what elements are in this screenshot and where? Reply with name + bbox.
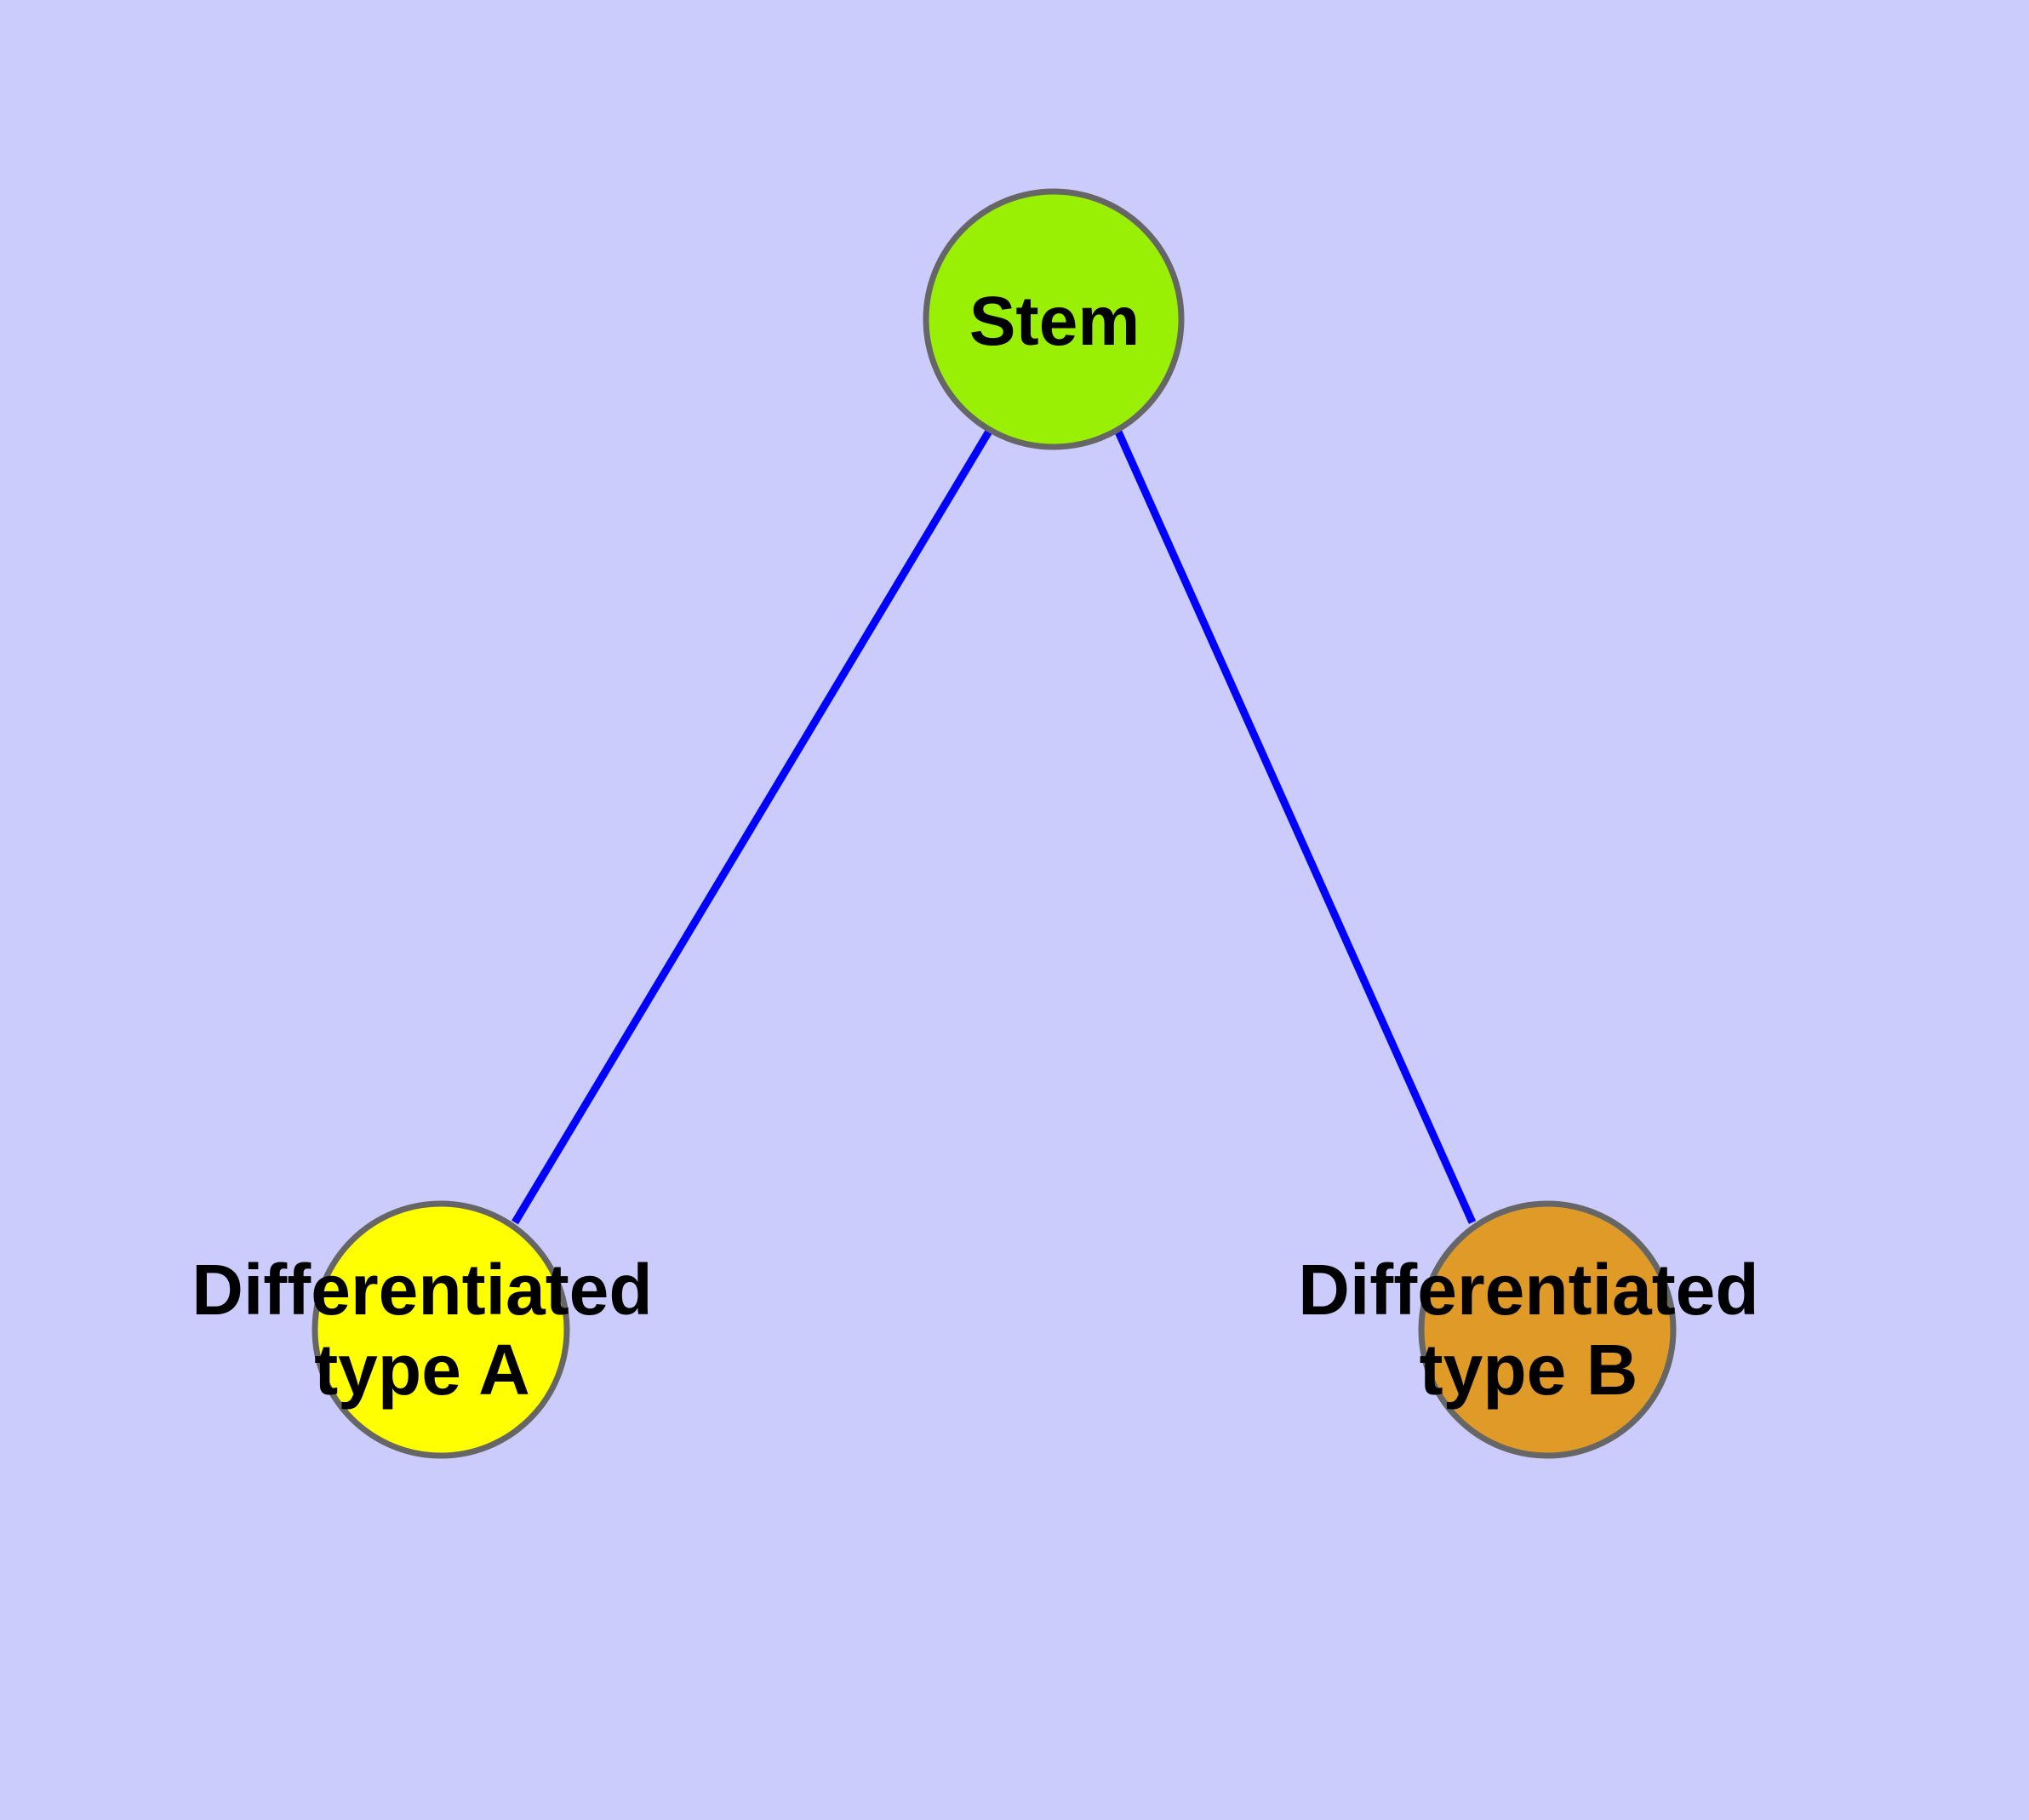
edge-stem-to-diff-a[interactable] [512,427,993,1225]
node-layer [311,188,1677,1459]
node-circle-stem[interactable] [923,188,1185,450]
edge-layer [512,427,1477,1225]
edge-stem-to-diff-b[interactable] [1113,428,1477,1224]
node-circle-diff-b[interactable] [1418,1200,1677,1459]
node-circle-diff-a[interactable] [311,1200,570,1459]
